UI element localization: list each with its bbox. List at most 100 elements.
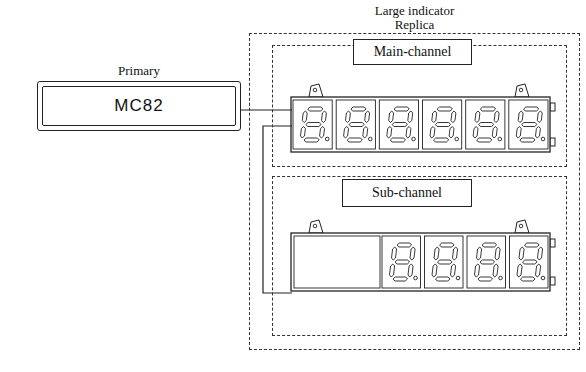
digit-segment xyxy=(475,264,480,277)
digit-segment xyxy=(477,138,492,142)
digit-segment xyxy=(492,127,497,139)
digit-segment xyxy=(521,277,536,281)
digit-segment xyxy=(480,107,495,111)
digit-cell xyxy=(467,236,506,288)
indicator-body xyxy=(291,97,550,152)
digit-segment xyxy=(406,127,411,139)
channel-frame: Main-channel xyxy=(272,45,567,167)
digit-segment xyxy=(302,111,307,123)
digit-segment xyxy=(480,260,495,264)
digit-segment xyxy=(473,127,478,139)
digit-segment xyxy=(320,127,325,139)
digit-segment xyxy=(482,243,497,247)
digit-segment xyxy=(393,277,408,281)
digit-segment xyxy=(395,260,410,264)
mounting-bracket xyxy=(309,84,323,97)
mounting-bracket xyxy=(309,220,323,233)
digit-segment xyxy=(392,123,407,127)
decimal-dot xyxy=(369,137,373,141)
channel-name: Main-channel xyxy=(374,44,452,60)
mounting-bracket xyxy=(515,84,529,97)
digit-segment xyxy=(432,111,437,123)
digit-cell xyxy=(423,100,462,149)
decimal-dot xyxy=(499,276,503,280)
digit-segment xyxy=(306,123,321,127)
decimal-dot xyxy=(541,137,545,141)
bracket-hole xyxy=(313,88,317,92)
digit-segment xyxy=(397,243,412,247)
digit-segment xyxy=(451,264,456,277)
digit-segment xyxy=(408,111,413,123)
digit-segment xyxy=(475,111,480,123)
digit-segment xyxy=(524,107,539,111)
digit-segment xyxy=(435,123,450,127)
digit-segment xyxy=(430,127,435,139)
digit-segment xyxy=(301,127,306,139)
heading-label: Primary xyxy=(37,64,241,78)
unit-name: MC82 xyxy=(38,96,240,116)
digit-segment xyxy=(495,247,500,260)
channel-tag: Main-channel xyxy=(353,39,472,65)
digit-segment xyxy=(434,138,449,142)
decimal-dot xyxy=(455,137,459,141)
digit-segment xyxy=(344,127,349,139)
digit-cell xyxy=(379,100,418,149)
digit-segment xyxy=(434,247,439,260)
digit-segment xyxy=(493,264,498,277)
mounting-bracket xyxy=(515,220,529,233)
digit-segment xyxy=(390,138,405,142)
digit-segment xyxy=(523,260,538,264)
digit-segment xyxy=(438,260,453,264)
signal-wire xyxy=(263,126,292,293)
digit-segment xyxy=(436,277,451,281)
decimal-dot xyxy=(412,137,416,141)
digit-segment xyxy=(410,247,415,260)
digit-segment xyxy=(408,264,413,277)
group-frame: Large indicator ReplicaMain-channelSub-c… xyxy=(249,33,580,350)
digit-segment xyxy=(536,264,541,277)
digit-segment xyxy=(308,107,323,111)
side-knob xyxy=(550,138,555,146)
digit-segment xyxy=(440,243,455,247)
decimal-dot xyxy=(456,276,460,280)
digit-segment xyxy=(538,247,543,260)
digit-segment xyxy=(389,111,394,123)
digit-segment xyxy=(346,111,351,123)
primary-unit-box: PrimaryMC82 xyxy=(37,81,241,131)
digit-segment xyxy=(519,247,524,260)
decimal-dot xyxy=(498,137,502,141)
large-indicator xyxy=(291,220,555,291)
channel-tag: Sub-channel xyxy=(342,179,472,207)
digit-segment xyxy=(351,107,366,111)
digit-segment xyxy=(494,111,499,123)
digit-segment xyxy=(347,138,362,142)
digit-cell xyxy=(293,100,332,149)
digit-cell xyxy=(466,100,505,149)
bracket-hole xyxy=(313,224,317,228)
digit-segment xyxy=(432,264,437,277)
bracket-hole xyxy=(519,224,523,228)
decimal-dot xyxy=(541,276,545,280)
digit-segment xyxy=(516,127,521,139)
side-knob xyxy=(550,103,555,111)
digit-cell xyxy=(336,100,375,149)
digit-segment xyxy=(437,107,452,111)
digit-segment xyxy=(363,127,368,139)
digit-segment xyxy=(537,111,542,123)
digit-segment xyxy=(518,111,523,123)
digit-segment xyxy=(392,247,397,260)
bracket-hole xyxy=(519,88,523,92)
side-knob xyxy=(550,239,555,247)
digit-segment xyxy=(394,107,409,111)
digit-segment xyxy=(522,123,537,127)
digit-segment xyxy=(477,247,482,260)
digit-segment xyxy=(453,247,458,260)
blank-panel xyxy=(294,236,380,288)
heading-label: Large indicator Replica xyxy=(360,4,470,32)
decimal-dot xyxy=(325,137,329,141)
digit-segment xyxy=(478,277,493,281)
digit-segment xyxy=(304,138,319,142)
digit-cell xyxy=(509,100,548,149)
